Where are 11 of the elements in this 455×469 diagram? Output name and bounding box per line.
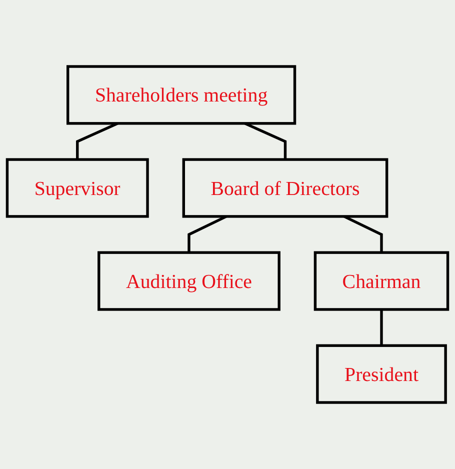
node-box: Supervisor <box>6 158 149 218</box>
connector <box>76 122 118 160</box>
connector <box>344 215 383 253</box>
node-box: Board of Directors <box>182 158 388 218</box>
node-box: President <box>316 344 447 404</box>
node-box: Auditing Office <box>98 251 280 311</box>
node-box: Shareholders meeting <box>66 65 296 125</box>
node-box: Chairman <box>314 251 450 311</box>
connector <box>244 122 287 160</box>
connector <box>188 215 227 253</box>
connector <box>380 309 383 346</box>
